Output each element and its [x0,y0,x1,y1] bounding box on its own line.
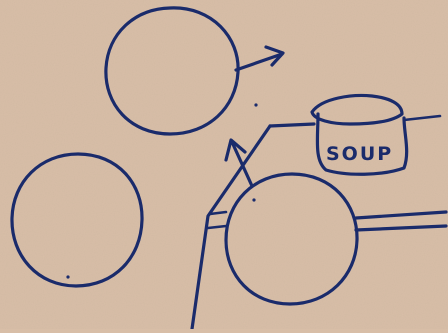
ink-dot [66,275,69,278]
ink-dot [252,198,255,201]
soup-label: SOUP [326,143,393,165]
connector-line [270,124,314,126]
ink-dot [254,103,257,106]
